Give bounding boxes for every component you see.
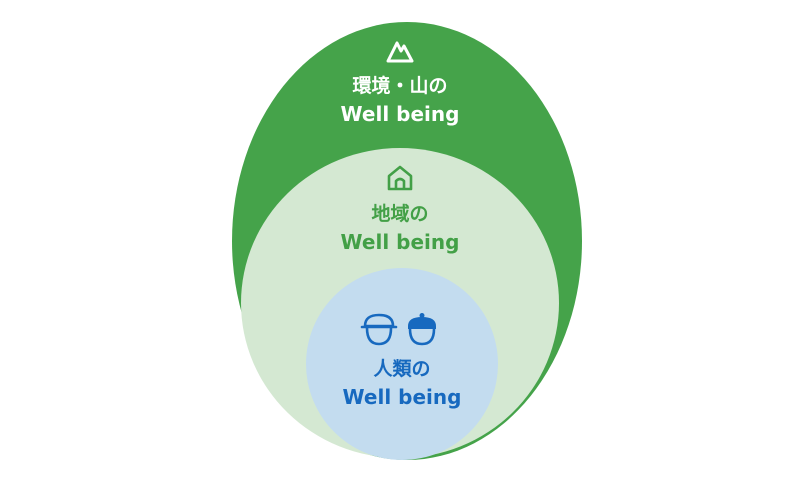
environment-subtitle: Well being — [340, 102, 460, 126]
humanity-circle — [306, 268, 498, 460]
region-title: 地域の — [371, 203, 429, 225]
people-icon — [360, 313, 436, 346]
mountain-icon — [386, 41, 414, 63]
house-icon — [387, 165, 413, 191]
environment-label: 環境・山の Well being — [250, 72, 550, 128]
region-subtitle: Well being — [340, 230, 460, 254]
humanity-label: 人類の Well being — [252, 355, 552, 411]
humanity-subtitle: Well being — [342, 385, 462, 409]
humanity-title: 人類の — [373, 358, 431, 380]
region-label: 地域の Well being — [250, 200, 550, 256]
environment-title: 環境・山の — [352, 75, 448, 97]
